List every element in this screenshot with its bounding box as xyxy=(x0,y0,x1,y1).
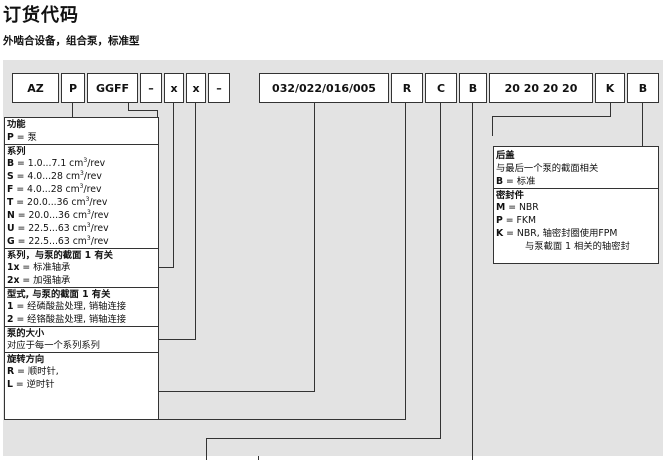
series-rel-title: 系列，与泵的截面 1 有关 xyxy=(5,248,158,261)
connector-b1-v xyxy=(472,103,473,460)
code-cell-seal-sizes: 20 20 20 20 xyxy=(489,73,593,103)
bearing-item: 2x = 加强轴承 xyxy=(7,275,71,286)
series-item: B = 1.0...7.1 cm3/rev xyxy=(7,157,106,170)
code-cell-b-1: B xyxy=(459,73,487,103)
connector-sizes-h xyxy=(159,391,315,392)
code-cell-x-2: x xyxy=(186,73,206,103)
series-item: T = 20.0...36 cm3/rev xyxy=(7,196,108,209)
seal-item-cont: 与泵截面 1 相关的轴密封 xyxy=(525,241,630,252)
series-item: N = 20.0...36 cm3/rev xyxy=(7,209,109,222)
series-item: G = 22.5...63 cm3/rev xyxy=(7,235,109,248)
connector-p xyxy=(72,103,73,117)
connector-k-v2 xyxy=(492,116,493,136)
code-cell-x-1: x xyxy=(164,73,184,103)
rotation-title: 旋转方向 xyxy=(5,352,158,365)
cover-title: 后盖 xyxy=(496,150,515,161)
connector-x2-v xyxy=(195,103,196,339)
type-item: 2 = 经铬酸盐处理, 销轴连接 xyxy=(7,314,127,325)
connector-ggff-v xyxy=(128,103,129,110)
cover-desc: 与最后一个泵的截面相关 xyxy=(496,163,599,174)
function-title: 功能 xyxy=(7,119,26,130)
series-item: U = 22.5...63 cm3/rev xyxy=(7,222,109,235)
code-cell-r: R xyxy=(391,73,423,103)
code-cell-dash-1: – xyxy=(140,73,162,103)
right-legend-box: 后盖 与最后一个泵的截面相关 B = 标准 密封件 M = NBR P = FK… xyxy=(493,146,659,264)
rotation-item: R = 顺时针, xyxy=(7,366,59,377)
connector-r-v xyxy=(405,103,406,420)
page-title: 订货代码 xyxy=(3,5,79,26)
type-item: 1 = 经磷酸盐处理, 销轴连接 xyxy=(7,301,127,312)
series-title: 系列 xyxy=(5,144,158,157)
connector-ggff-h xyxy=(128,110,158,111)
code-cell-k: K xyxy=(595,73,625,103)
connector-bottom-mid xyxy=(258,456,259,460)
seal-item: M = NBR xyxy=(496,202,539,213)
code-cell-b-2: B xyxy=(627,73,659,103)
connector-k-h xyxy=(492,116,611,117)
connector-k-v xyxy=(610,103,611,116)
left-legend-box: 功能 P = 泵 系列 B = 1.0...7.1 cm3/rev S = 4.… xyxy=(4,117,159,420)
connector-x1-v xyxy=(173,103,174,267)
type-title: 型式, 与泵的截面 1 有关 xyxy=(5,287,158,300)
bearing-item: 1x = 标准轴承 xyxy=(7,262,71,273)
code-cell-ggff: GGFF xyxy=(87,73,138,103)
connector-b2-v xyxy=(642,103,643,163)
seal-title: 密封件 xyxy=(494,188,658,201)
connector-c-down xyxy=(206,438,207,460)
page-subtitle: 外啮合设备，组合泵，标准型 xyxy=(3,35,140,47)
connector-x2-h xyxy=(159,339,196,340)
connector-c-v xyxy=(440,103,441,439)
code-cell-az: AZ xyxy=(12,73,59,103)
code-cell-dash-2: – xyxy=(208,73,230,103)
code-cell-p: P xyxy=(61,73,85,103)
rotation-item: L = 逆时针 xyxy=(7,379,55,390)
seal-item: K = NBR, 轴密封圈使用FPM xyxy=(496,228,618,239)
connector-sizes-v xyxy=(314,103,315,392)
seal-item: P = FKM xyxy=(496,215,536,226)
connector-ggff-v2 xyxy=(157,110,158,120)
code-cell-c: C xyxy=(425,73,457,103)
cover-item: B = 标准 xyxy=(496,176,536,187)
series-item: F = 4.0...28 cm3/rev xyxy=(7,183,102,196)
code-cell-sizes: 032/022/016/005 xyxy=(259,73,389,103)
series-item: S = 4.0...28 cm3/rev xyxy=(7,170,102,183)
connector-c-h xyxy=(206,438,441,439)
connector-x1-h xyxy=(159,267,174,268)
size-title: 泵的大小 xyxy=(5,326,158,339)
function-item: P = 泵 xyxy=(7,132,37,143)
size-desc: 对应于每一个系列系列 xyxy=(7,340,100,351)
connector-r-h xyxy=(159,419,406,420)
